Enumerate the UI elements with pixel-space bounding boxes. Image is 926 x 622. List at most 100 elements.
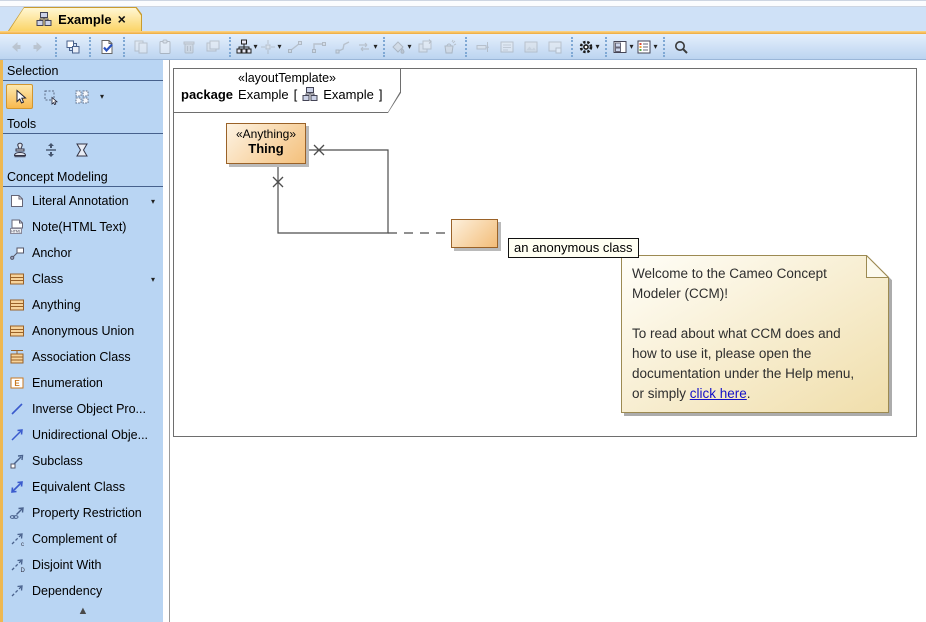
palette-item-anonymous-union[interactable]: Anonymous Union (3, 318, 163, 344)
multi-select-button[interactable] (68, 84, 95, 109)
validate-icon (99, 39, 115, 55)
paste-button (153, 36, 177, 58)
frame-diagram-name: Example (323, 86, 374, 102)
palette-item-label: Unidirectional Obje... (32, 428, 149, 442)
vertical-spacing-tool-button[interactable] (37, 137, 64, 162)
legend-button[interactable]: ▾ (635, 36, 659, 58)
validate-diagram-button[interactable] (95, 36, 119, 58)
anonymous-class-box[interactable] (451, 219, 498, 248)
dropdown-caret-icon[interactable]: ▾ (253, 42, 258, 51)
diagram-canvas[interactable]: «layoutTemplate» package Example [ Examp… (169, 60, 926, 622)
rectilinear-line-style-button (307, 36, 331, 58)
palette-item-label: Note(HTML Text) (32, 220, 127, 234)
palette-sidebar: Selection ▾ Tools Concept Modeling Liter… (3, 60, 163, 622)
zoom-search-button[interactable] (669, 36, 693, 58)
palette-item-class[interactable]: Class▾ (3, 266, 163, 292)
palette-item-label: Subclass (32, 454, 83, 468)
match-size-icon (74, 142, 90, 158)
select-cursor-button[interactable] (6, 84, 33, 109)
palette-item-enumeration[interactable]: E Enumeration (3, 370, 163, 396)
show-diagram-frame-button[interactable]: ▾ (611, 36, 635, 58)
fill-color-button: ▾ (389, 36, 413, 58)
sidebar-canvas-divider[interactable] (163, 60, 169, 622)
enumeration-icon: E (9, 375, 25, 391)
thing-stereotype: «Anything» (235, 127, 297, 141)
class-diagram-icon (36, 11, 52, 27)
paste-with-layout-button (201, 36, 225, 58)
match-size-tool-button[interactable] (68, 137, 95, 162)
palette-item-label: Enumeration (32, 376, 103, 390)
complement-icon: c (9, 531, 25, 547)
back-arrow-icon (7, 39, 23, 55)
palette-scroll-up-button[interactable]: ▲ (77, 605, 89, 617)
palette-item-unidirectional-object-property[interactable]: Unidirectional Obje... (3, 422, 163, 448)
match-width-icon (475, 39, 491, 55)
palette-item-subclass[interactable]: Subclass (3, 448, 163, 474)
palette-item-label: Anything (32, 298, 81, 312)
textbox-icon (499, 39, 515, 55)
thing-class-box[interactable]: «Anything» Thing (226, 123, 306, 164)
palette-item-equivalent-class[interactable]: Equivalent Class (3, 474, 163, 500)
section-header-selection: Selection (3, 60, 163, 81)
copy-button (129, 36, 153, 58)
palette-item-label: Complement of (32, 532, 117, 546)
palette-item-association-class[interactable]: Association Class (3, 344, 163, 370)
welcome-note[interactable]: Welcome to the Cameo Concept Modeler (CC… (621, 255, 889, 413)
frame-package-name: Example (238, 86, 289, 102)
dropdown-caret-icon[interactable]: ▾ (653, 42, 658, 51)
palette-item-note-html-text[interactable]: HTML Note(HTML Text) (3, 214, 163, 240)
dropdown-caret-icon[interactable]: ▾ (595, 42, 600, 51)
palette-item-label: Disjoint With (32, 558, 102, 572)
dropdown-caret-icon[interactable]: ▾ (407, 42, 412, 51)
dropdown-caret-icon[interactable]: ▾ (100, 92, 105, 101)
palette-item-label: Anonymous Union (32, 324, 135, 338)
diagram-connectors[interactable] (170, 60, 926, 622)
note-html-icon: HTML (9, 219, 25, 235)
related-elements-button[interactable] (61, 36, 85, 58)
literal-annotation-icon (9, 193, 25, 209)
display-options-button (543, 36, 567, 58)
stamp-tool-button[interactable] (6, 137, 33, 162)
tree-icon (236, 39, 252, 55)
anonymous-class-label[interactable]: an anonymous class (508, 238, 639, 258)
copy-style-button (413, 36, 437, 58)
toolbar-separator (663, 36, 665, 57)
frame-label-background (174, 69, 400, 112)
subclass-icon (9, 453, 25, 469)
palette-item-inverse-object-property[interactable]: Inverse Object Pro... (3, 396, 163, 422)
dropdown-caret-icon[interactable]: ▾ (629, 42, 634, 51)
palette-item-property-restriction[interactable]: Property Restriction (3, 500, 163, 526)
package-frame: «layoutTemplate» package Example [ Examp… (173, 68, 917, 437)
dropdown-caret-icon[interactable]: ▾ (373, 42, 378, 51)
diagram-properties-button[interactable]: ▾ (577, 36, 601, 58)
svg-text:D: D (21, 568, 26, 573)
palette-item-complement-of[interactable]: c Complement of (3, 526, 163, 552)
toolbar-separator (383, 36, 385, 57)
palette-item-anything[interactable]: Anything (3, 292, 163, 318)
palette-item-dependency[interactable]: Dependency (3, 578, 163, 604)
tab-example[interactable]: Example × (8, 7, 142, 31)
thing-name: Thing (248, 141, 284, 156)
marquee-select-button[interactable] (37, 84, 64, 109)
dropdown-caret-icon[interactable]: ▾ (150, 274, 155, 284)
note-line (632, 304, 879, 324)
align-button: ▾ (259, 36, 283, 58)
package-frame-label[interactable]: «layoutTemplate» package Example [ Examp… (173, 68, 401, 113)
anchor-icon (9, 245, 25, 261)
copy-icon (133, 39, 149, 55)
concept-modeling-list: Literal Annotation▾ HTML Note(HTML Text) An… (3, 188, 163, 604)
click-here-link[interactable]: click here (689, 386, 747, 401)
quick-layout-button[interactable]: ▾ (235, 36, 259, 58)
palette-item-literal-annotation[interactable]: Literal Annotation▾ (3, 188, 163, 214)
palette-item-disjoint-with[interactable]: D Disjoint With (3, 552, 163, 578)
toolbar-separator (571, 36, 573, 57)
dropdown-caret-icon[interactable]: ▾ (277, 42, 282, 51)
close-icon[interactable]: × (117, 11, 126, 27)
palette-item-label: Equivalent Class (32, 480, 126, 494)
dropdown-caret-icon[interactable]: ▾ (150, 196, 155, 206)
note-line: Welcome to the Cameo Concept (632, 266, 827, 281)
note-line: how to use it, please open the (632, 346, 812, 361)
window-layout-icon (612, 39, 628, 55)
palette-item-anchor[interactable]: Anchor (3, 240, 163, 266)
palette-item-label: Anchor (32, 246, 72, 260)
